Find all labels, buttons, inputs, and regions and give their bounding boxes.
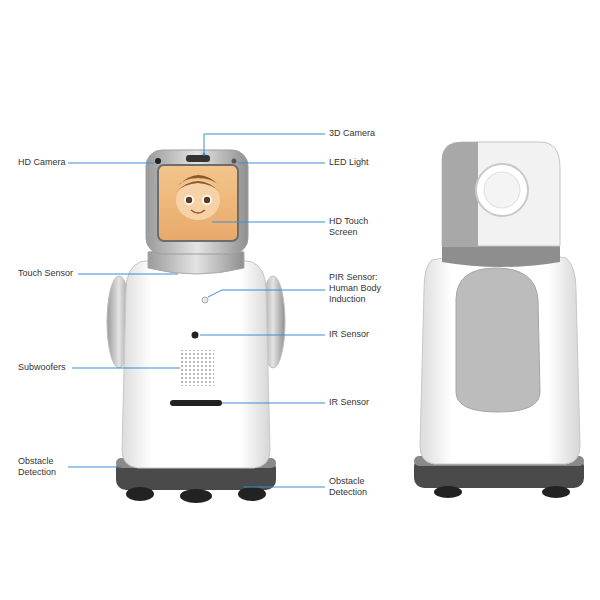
- leader-line: [238, 163, 325, 164]
- ir-sensor-bar: [170, 400, 222, 406]
- 3d-camera: [186, 155, 210, 162]
- leader-line: [244, 487, 325, 488]
- leader-line: [78, 274, 178, 275]
- screen-face: [186, 197, 192, 203]
- screen-face: [191, 210, 205, 213]
- led-light: [232, 159, 237, 164]
- callout-label: Obstacle Detection: [18, 456, 64, 478]
- leader-line: [204, 134, 325, 154]
- head-rear: [442, 142, 478, 246]
- pir-sensor: [202, 297, 208, 303]
- robot-body: [420, 251, 580, 464]
- callout-label: Obstacle Detection: [329, 476, 375, 498]
- hd-camera: [155, 158, 161, 164]
- leader-line: [68, 163, 154, 164]
- leader-lines: [68, 134, 325, 487]
- leader-line: [222, 403, 325, 404]
- callout-label: Subwoofers: [18, 362, 78, 373]
- leader-line: [208, 290, 325, 297]
- ear-disc-inner: [484, 172, 520, 208]
- leader-line: [200, 335, 325, 336]
- leader-line: [72, 368, 180, 369]
- screen-face: [176, 175, 220, 220]
- ear-disc: [476, 164, 528, 216]
- subwoofer-grille: [180, 350, 214, 386]
- screen-face: [202, 195, 212, 205]
- leader-dot: [203, 153, 206, 156]
- callout-label: HD Touch Screen: [329, 216, 377, 238]
- wheel: [126, 487, 154, 501]
- wheel: [434, 486, 462, 498]
- robot-front: [107, 150, 285, 503]
- leader-line: [212, 222, 325, 223]
- ir-sensor-dot: [192, 332, 199, 339]
- screen-face: [176, 181, 220, 192]
- callout-label: Touch Sensor: [18, 268, 80, 279]
- screen-face: [176, 180, 220, 220]
- wheel: [238, 487, 266, 501]
- callout-label: 3D Camera: [329, 128, 409, 139]
- wheel: [542, 486, 570, 498]
- callout-label: PIR Sensor: Human Body Induction: [329, 272, 383, 305]
- screen-face: [204, 197, 210, 203]
- wheel: [180, 489, 212, 503]
- robot-body: [122, 256, 270, 468]
- leader-dots: [203, 153, 206, 156]
- callout-label: IR Sensor: [329, 329, 409, 340]
- robot-side: [414, 142, 584, 498]
- side-panel: [456, 268, 540, 412]
- callout-label: LED Light: [329, 157, 409, 168]
- callout-label: HD Camera: [18, 157, 68, 168]
- screen-face: [184, 195, 194, 205]
- robot-head: [442, 142, 560, 246]
- leader-line: [68, 467, 122, 468]
- robot-head: [146, 150, 248, 254]
- touch-screen: [158, 165, 238, 241]
- callout-label: IR Sensor: [329, 397, 409, 408]
